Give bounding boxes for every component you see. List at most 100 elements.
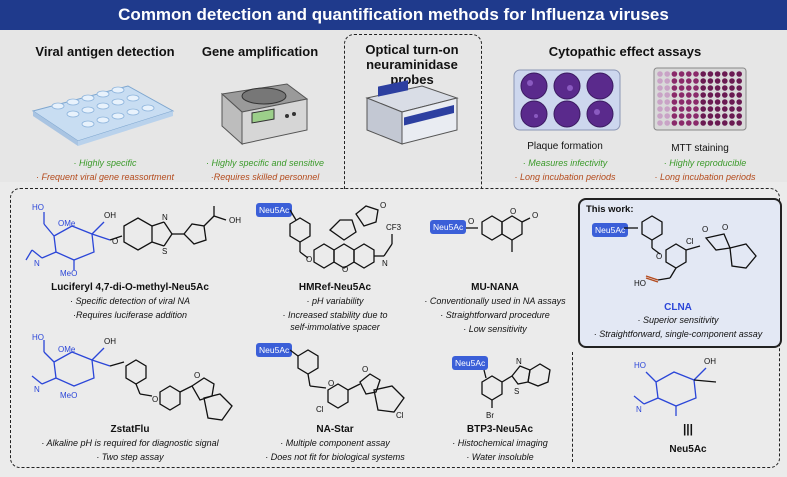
mtt-well <box>664 99 670 105</box>
mtt-well <box>693 85 699 91</box>
mtt-well <box>722 71 728 77</box>
hmref-structure: O O O CF3 N <box>289 201 402 274</box>
hm-o3: O <box>380 201 386 210</box>
mtt-well <box>707 85 714 91</box>
mtt-well <box>736 99 742 105</box>
mtt-well <box>700 99 706 105</box>
nastar-name: NA-Star <box>316 424 354 435</box>
mtt-well <box>729 120 735 126</box>
mtt-well <box>736 120 742 126</box>
mtt-well <box>686 99 692 105</box>
mtt-well <box>671 71 678 77</box>
viral-antigen-title: Viral antigen detection <box>35 44 175 59</box>
munana-name: MU-NANA <box>471 282 519 293</box>
clna-structure: O Cl O O HO <box>624 215 757 288</box>
mtt-well <box>714 113 721 119</box>
mtt-well <box>714 92 721 98</box>
lu-ome: OMe <box>58 219 76 228</box>
mtt-well <box>736 92 742 98</box>
mtt-well <box>657 92 663 98</box>
mtt-well <box>700 120 706 126</box>
na-ho: HO <box>634 361 646 370</box>
mtt-well <box>714 99 721 105</box>
mtt-well <box>722 78 728 84</box>
zstatflu-structure: OH HO OMe MeO N O O <box>31 333 233 421</box>
mtt-well <box>707 71 714 77</box>
btp3-name: BTP3-Neu5Ac <box>466 424 534 435</box>
zstatflu-line1: · Alkaline pH is required for diagnostic… <box>41 438 219 448</box>
btp3-line1: · Histochemical imaging <box>452 438 548 448</box>
mtt-well <box>736 106 742 112</box>
mtt-well <box>678 92 685 98</box>
mtt-well <box>722 99 728 105</box>
tube-rack-image <box>31 85 175 146</box>
plaque-plate-image <box>513 69 621 131</box>
mtt-well <box>729 78 735 84</box>
mtt-well <box>707 106 714 112</box>
mtt-well <box>686 106 692 112</box>
mtt-well <box>693 106 699 112</box>
zs-oh: OH <box>104 337 116 346</box>
mtt-well <box>729 106 735 112</box>
mtt-well <box>678 106 685 112</box>
clna-name: CLNA <box>664 302 692 313</box>
lu-n2: N <box>162 213 168 222</box>
mtt-well <box>736 78 742 84</box>
mtt-well <box>657 113 663 119</box>
mtt-well <box>707 78 714 84</box>
mtt-well <box>686 71 692 77</box>
mtt-well <box>736 71 742 77</box>
mtt-well <box>700 85 706 91</box>
ns-cl: Cl <box>316 405 324 414</box>
mtt-well <box>714 71 721 77</box>
mtt-well <box>678 85 685 91</box>
mtt-well <box>671 78 678 84</box>
mtt-con: · Long incubation periods <box>654 172 756 182</box>
mtt-well <box>707 92 714 98</box>
hmref-neu5ac-tag: Neu5Ac <box>256 203 293 217</box>
mtt-well <box>707 99 714 105</box>
neu5ac-structure: OH HO N <box>633 357 716 416</box>
mtt-well <box>729 113 735 119</box>
mtt-well <box>736 113 742 119</box>
lu-s: S <box>162 247 167 256</box>
mtt-well <box>686 113 692 119</box>
mtt-well <box>693 92 699 98</box>
mtt-well <box>714 85 721 91</box>
mtt-well <box>664 85 670 91</box>
mtt-well <box>722 113 728 119</box>
mtt-well <box>657 120 663 126</box>
mtt-well <box>686 78 692 84</box>
neu5ac-name: Neu5Ac <box>669 444 707 455</box>
ns-cl2: Cl <box>396 411 404 420</box>
mtt-well <box>729 99 735 105</box>
mtt-well <box>700 71 706 77</box>
mtt-well <box>686 120 692 126</box>
bt-n: N <box>516 357 522 366</box>
na-n: N <box>636 405 642 414</box>
mu-o3: O <box>532 211 538 220</box>
hmref-line3: self-immolative spacer <box>290 322 380 332</box>
mtt-well <box>700 92 706 98</box>
luciferyl-structure: OH OH O HO OMe MeO N N S <box>25 203 241 278</box>
mtt-well <box>678 113 685 119</box>
mtt-well <box>657 85 663 91</box>
mtt-well <box>671 92 678 98</box>
nastar-line1: · Multiple component assay <box>280 438 390 448</box>
zstatflu-line2: · Two step assay <box>96 452 164 462</box>
cytopathic-title: Cytopathic effect assays <box>548 44 702 59</box>
plaque-con: · Long incubation periods <box>514 172 616 182</box>
cl-o3: O <box>722 223 728 232</box>
mtt-well <box>664 92 670 98</box>
mtt-well <box>707 113 714 119</box>
gene-amp-pro: · Highly specific and sensitive <box>205 158 325 168</box>
zs-meo: MeO <box>60 391 77 400</box>
optical-title-line2: neuraminidase probes <box>366 57 458 87</box>
zstatflu-name: ZstatFlu <box>110 424 150 435</box>
hmref-line2: · Increased stability due to <box>282 310 388 320</box>
mtt-well <box>657 106 663 112</box>
cl-o2: O <box>702 225 708 234</box>
mtt-well <box>707 120 714 126</box>
optical-title-line1: Optical turn-on <box>365 42 459 57</box>
mtt-well <box>664 113 670 119</box>
